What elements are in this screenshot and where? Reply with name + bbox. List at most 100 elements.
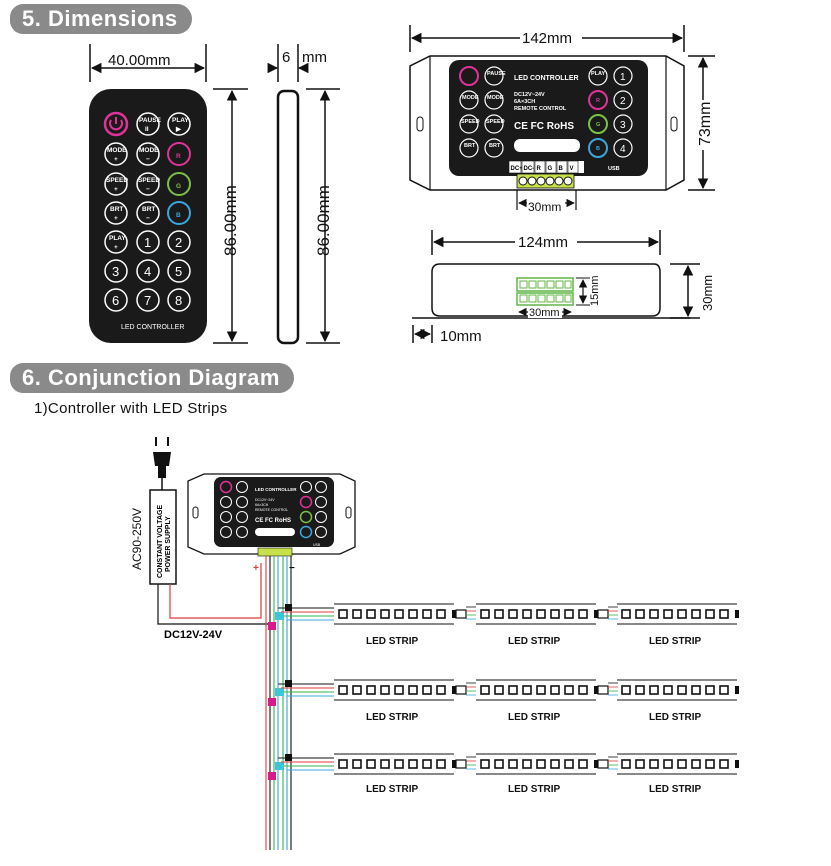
led-chip: [705, 759, 715, 769]
svg-text:30mm: 30mm: [529, 307, 560, 319]
svg-text:73mm: 73mm: [697, 102, 714, 146]
svg-text:DC12V~24V: DC12V~24V: [514, 92, 545, 98]
led-strip: LED STRIP: [334, 679, 476, 723]
led-chip: [436, 759, 446, 769]
svg-text:SPEED: SPEED: [138, 177, 160, 184]
led-chip: [691, 759, 701, 769]
remote-width-label: 40.00mm: [108, 52, 171, 69]
svg-text:1: 1: [620, 72, 626, 83]
svg-text:BRT: BRT: [110, 206, 123, 213]
led-strip-label: LED STRIP: [508, 712, 561, 723]
led-strip: LED STRIP: [334, 603, 476, 647]
svg-text:G: G: [176, 183, 181, 190]
svg-text:86.00mm: 86.00mm: [314, 185, 333, 256]
svg-text:PLAY: PLAY: [591, 71, 605, 77]
svg-text:6: 6: [282, 49, 290, 66]
led-chip: [508, 759, 518, 769]
junction-marker: [275, 688, 284, 696]
svg-text:POWER SUPPLY: POWER SUPPLY: [165, 516, 172, 572]
svg-text:CONSTANT VOLTAGE: CONSTANT VOLTAGE: [157, 505, 164, 578]
led-chip: [436, 609, 446, 619]
led-chip: [338, 759, 348, 769]
led-strip-label: LED STRIP: [366, 712, 419, 723]
svg-text:MODE: MODE: [487, 95, 504, 101]
led-strip: LED STRIP: [617, 753, 739, 795]
svg-text:30mm: 30mm: [700, 275, 715, 311]
svg-text:II: II: [145, 126, 149, 133]
svg-text:8: 8: [175, 293, 182, 308]
led-chip: [677, 609, 687, 619]
svg-text:MODE: MODE: [107, 147, 127, 154]
remote-brand-label: LED CONTROLLER: [121, 324, 184, 331]
led-strip-label: LED STRIP: [508, 784, 561, 795]
svg-text:2: 2: [620, 96, 626, 107]
led-chip: [691, 685, 701, 695]
led-chip: [394, 685, 404, 695]
led-chip: [480, 685, 490, 695]
led-chip: [550, 759, 560, 769]
led-chip: [408, 759, 418, 769]
svg-text:1: 1: [144, 235, 151, 250]
led-chip: [480, 759, 490, 769]
power-button-icon: [103, 111, 129, 137]
led-chip: [564, 759, 574, 769]
svg-text:CE FC RoHS: CE FC RoHS: [255, 518, 291, 524]
led-chip: [394, 609, 404, 619]
led-strip: LED STRIP: [476, 753, 618, 795]
svg-text:−: −: [146, 215, 150, 222]
led-chip: [338, 609, 348, 619]
led-chip: [663, 609, 673, 619]
svg-text:+: +: [114, 156, 118, 163]
led-chip: [635, 609, 645, 619]
led-chip: [380, 685, 390, 695]
led-chip: [536, 609, 546, 619]
led-strip: LED STRIP: [476, 679, 618, 723]
svg-text:▶: ▶: [175, 126, 182, 133]
led-strip-label: LED STRIP: [366, 784, 419, 795]
svg-text:2: 2: [175, 235, 182, 250]
svg-text:USB: USB: [313, 543, 321, 547]
led-chip: [649, 759, 659, 769]
svg-text:LED CONTROLLER: LED CONTROLLER: [255, 487, 297, 492]
led-chip: [380, 759, 390, 769]
svg-text:+: +: [253, 563, 259, 574]
led-chip: [408, 609, 418, 619]
svg-text:REMOTE CONTROL: REMOTE CONTROL: [255, 508, 288, 512]
led-chip: [436, 685, 446, 695]
led-strip: LED STRIP: [617, 679, 739, 723]
led-chip: [663, 685, 673, 695]
svg-text:PLAY: PLAY: [172, 117, 189, 124]
led-chip: [366, 609, 376, 619]
svg-text:3: 3: [112, 264, 119, 279]
led-chip: [494, 685, 504, 695]
svg-text:124mm: 124mm: [518, 234, 568, 251]
led-strip: LED STRIP: [334, 753, 476, 795]
led-chip: [366, 685, 376, 695]
led-chip: [422, 759, 432, 769]
led-chip: [719, 609, 729, 619]
svg-text:CE FC RoHS: CE FC RoHS: [514, 121, 574, 132]
led-chip: [508, 609, 518, 619]
led-strip-label: LED STRIP: [649, 636, 702, 647]
led-chip: [522, 685, 532, 695]
led-strip: LED STRIP: [617, 603, 739, 647]
svg-text:DC12V-24V: DC12V-24V: [164, 629, 223, 641]
led-chip: [422, 609, 432, 619]
svg-text:B: B: [176, 212, 181, 219]
svg-text:6A×3CH: 6A×3CH: [255, 503, 269, 507]
led-strip-label: LED STRIP: [649, 712, 702, 723]
led-chip: [677, 685, 687, 695]
led-chip: [677, 759, 687, 769]
svg-text:LED CONTROLLER: LED CONTROLLER: [514, 75, 579, 82]
terminal-label: DC-: [524, 166, 535, 172]
led-chip: [352, 759, 362, 769]
led-chip: [705, 609, 715, 619]
led-chip: [380, 609, 390, 619]
led-chip: [564, 609, 574, 619]
svg-text:−: −: [289, 563, 295, 574]
terminal-label: V: [570, 166, 574, 172]
remote-height-label: 86.00mm: [221, 185, 240, 256]
led-strip-label: LED STRIP: [649, 784, 702, 795]
remote-front-view: 40.00mm PAUSE II PLAY ▶ MODE + MODE − R …: [89, 44, 248, 344]
led-chip: [536, 685, 546, 695]
